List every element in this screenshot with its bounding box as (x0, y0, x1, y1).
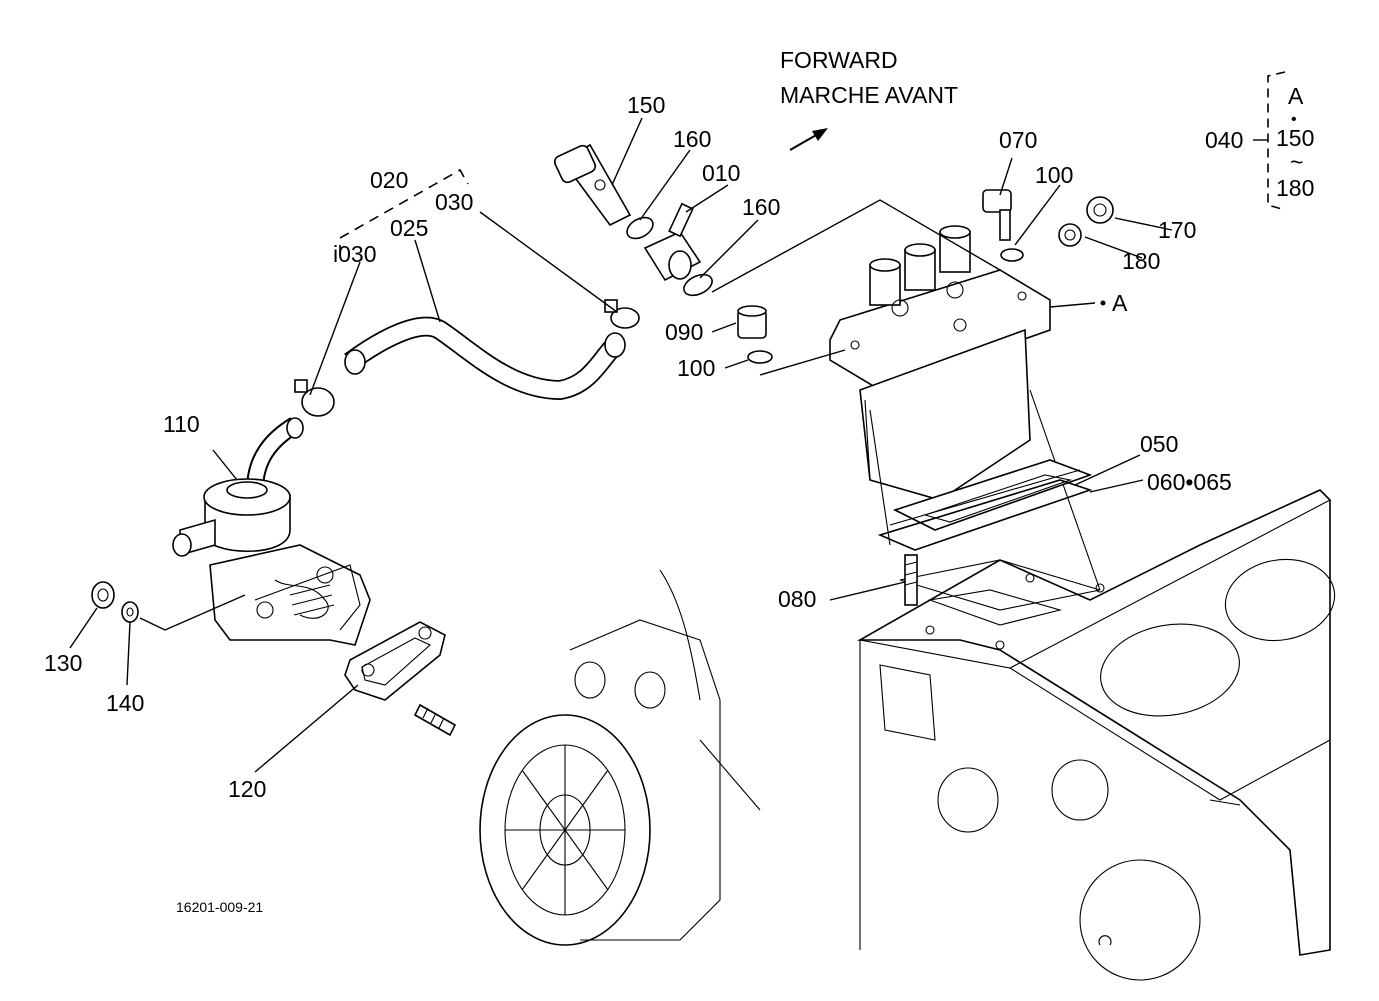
gear-case (479, 569, 761, 946)
bolt-070 (982, 189, 1012, 241)
engine-block (856, 489, 1336, 981)
washer-100-lower (747, 350, 773, 364)
callout-010: 010 (702, 160, 740, 186)
washer-100 (1000, 248, 1024, 262)
cap-090 (737, 305, 767, 339)
feed-pump-110 (172, 417, 371, 646)
forward-arrow-icon (789, 128, 828, 151)
callout-110: 110 (163, 411, 200, 437)
callout-030-lower: i030 (333, 241, 376, 267)
washer-160-upper (626, 216, 654, 240)
set-start-label: 150 (1276, 125, 1314, 151)
fuel-hose-025 (344, 316, 626, 401)
callout-130: 130 (44, 650, 82, 676)
callout-090: 090 (665, 319, 703, 345)
callout-050: 050 (1140, 431, 1178, 457)
forward-label: FORWARD (780, 47, 898, 73)
marche-avant-label: MARCHE AVANT (780, 82, 958, 108)
pump-gasket-120 (344, 621, 446, 701)
pump-stud (413, 703, 457, 737)
callout-140: 140 (106, 690, 144, 716)
set-tilde-label: ~ (1290, 149, 1303, 175)
leader-lines (69, 117, 1173, 773)
injection-pump (829, 225, 1101, 591)
drawing-code: 16201-009-21 (176, 899, 263, 915)
point-a-marker (1100, 300, 1106, 306)
callout-080: 080 (778, 586, 816, 612)
callout-160-lower: 160 (742, 194, 780, 220)
hose-clamp-030-lower (294, 379, 335, 417)
callout-100-upper: 100 (1035, 162, 1073, 188)
washer-180 (1058, 223, 1082, 247)
pump-gaskets (877, 459, 1093, 551)
bolt-170 (1086, 196, 1114, 224)
nut-130 (91, 581, 115, 609)
hose-assembly-bracket (339, 168, 469, 255)
hose-clamp-030-upper (604, 299, 640, 329)
callout-070: 070 (999, 127, 1037, 153)
callout-labels: 150 160 010 160 020 030 025 i030 070 100… (44, 92, 1232, 802)
callout-160-upper: 160 (673, 126, 711, 152)
banjo-joint-010 (643, 202, 702, 282)
callout-020: 020 (370, 167, 408, 193)
set-number-label: 040 (1205, 127, 1243, 153)
set-dot-label: • (1291, 111, 1297, 128)
callout-point-a: A (1112, 290, 1128, 316)
callout-060-065: 060•065 (1147, 469, 1232, 495)
washer-160-lower (683, 273, 713, 297)
callout-025: 025 (390, 215, 428, 241)
callout-120: 120 (228, 776, 266, 802)
callout-170: 170 (1158, 217, 1196, 243)
callout-180: 180 (1122, 248, 1160, 274)
callout-150: 150 (627, 92, 665, 118)
set-end-label: 180 (1276, 175, 1314, 201)
washer-140 (121, 601, 139, 623)
set-bracket (1253, 71, 1286, 211)
stud-bolt (904, 554, 918, 606)
callout-100-lower: 100 (677, 355, 715, 381)
eye-bolt-150 (553, 143, 632, 227)
set-letter-label: A (1288, 83, 1304, 109)
callout-030-upper: 030 (435, 189, 473, 215)
